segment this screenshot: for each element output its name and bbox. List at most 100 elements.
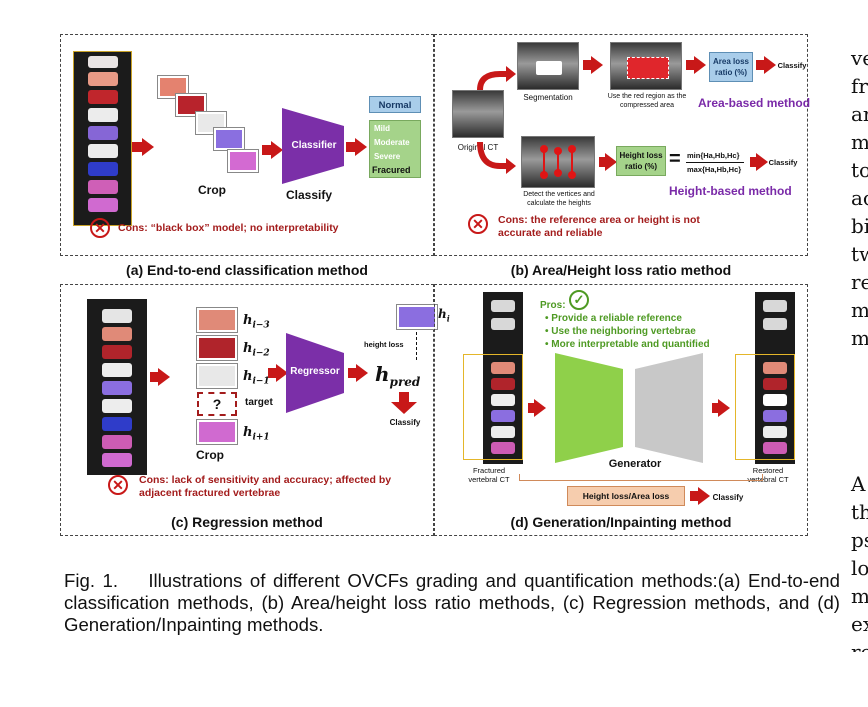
regressor-block <box>286 333 344 413</box>
arrow-c1-head <box>158 368 170 386</box>
panel-d <box>434 284 808 536</box>
regression-crop-5 <box>197 420 237 444</box>
restored-roi-box <box>735 354 795 460</box>
arrow-b3-head <box>764 56 776 74</box>
class-normal-box: Normal <box>369 96 421 113</box>
regression-crop-2 <box>197 336 237 360</box>
arrow-b2-head <box>694 56 706 74</box>
red-region-image <box>610 42 682 90</box>
formula-numerator: min{Ha,Hb,Hc} <box>687 151 740 160</box>
caption-panel-b: (b) Area/Height loss ratio method <box>510 262 732 278</box>
pros-list: • Provide a reliable reference • Use the… <box>545 312 710 351</box>
area-method-label: Area-based method <box>698 96 811 110</box>
panel-a <box>60 34 434 256</box>
panel-b <box>434 34 808 256</box>
classifier-block <box>282 108 344 184</box>
arrow-b4 <box>599 157 605 167</box>
caption-panel-a: (a) End-to-end classification method <box>126 262 368 278</box>
arrow-a3-head <box>355 138 367 156</box>
classify-label-c: Classify <box>389 418 421 427</box>
panel-c <box>60 284 434 536</box>
regression-crop-1 <box>197 308 237 332</box>
formula-bar <box>686 162 744 163</box>
h-i-crop <box>397 305 437 329</box>
arrow-c3-head <box>356 364 368 382</box>
target-label: target <box>245 397 273 408</box>
arrow-down-c <box>391 392 417 414</box>
red-region-note: Use the red region as the compressed are… <box>607 93 687 109</box>
bracket-left <box>519 474 520 481</box>
crop-patch-2 <box>176 94 206 116</box>
equals-sign: = <box>669 148 681 170</box>
original-ct-image <box>452 90 504 138</box>
vertices-note: Detect the vertices and calculate the he… <box>523 191 595 207</box>
figure-caption: Fig. 1. Illustrations of different OVCFs… <box>64 570 846 635</box>
bracket-right <box>762 474 763 481</box>
arrow-b5-head <box>756 153 768 171</box>
bracket-line <box>519 480 763 481</box>
segmentation-image <box>517 42 579 90</box>
right-column-text-2: A th ps lo m ex re <box>851 472 868 652</box>
classify-label-b2: Classify <box>768 158 798 167</box>
cons-x-icon-b: ✕ <box>468 214 488 234</box>
formula-denominator: max{Ha,Hb,Hc} <box>687 165 742 174</box>
class-moderate: Moderate <box>374 138 410 147</box>
target-placeholder-box: ? <box>197 392 237 416</box>
regression-crop-3 <box>197 364 237 388</box>
segmentation-label: Segmentation <box>523 93 573 102</box>
arrow-c2-head <box>276 364 288 382</box>
pros-item-2: • Use the neighboring vertebrae <box>545 326 696 337</box>
arrow-d2-head <box>718 399 730 417</box>
arrow-c1 <box>150 372 158 382</box>
arrow-a3 <box>346 142 355 152</box>
arrow-d3 <box>690 491 698 501</box>
h-ip1-label: hi+1 <box>243 425 270 443</box>
h-pred-label: hpred <box>375 362 421 389</box>
h-i-label: hi <box>438 307 450 324</box>
caption-panel-d: (d) Generation/Inpainting method <box>510 514 732 530</box>
class-fractured: Fracured <box>372 165 411 175</box>
crop-label-c: Crop <box>196 448 224 462</box>
arrow-d2 <box>712 403 718 413</box>
arrow-c3 <box>348 368 356 378</box>
class-fracture-box: Mild Moderate Severe Fracured <box>369 120 421 178</box>
height-method-label: Height-based method <box>669 184 792 198</box>
class-severe: Severe <box>374 152 401 161</box>
cons-text-c: Cons: lack of sensitivity and accuracy; … <box>139 474 392 499</box>
branch-arrows <box>477 66 516 174</box>
fractured-ct-label: Fractured vertebral CT <box>468 466 510 484</box>
pros-title: Pros: <box>540 300 566 311</box>
crop-patch-5 <box>228 150 258 172</box>
h-im3-label: hi−3 <box>243 313 270 331</box>
classify-label-d: Classify <box>712 493 744 502</box>
arrow-a2-head <box>271 141 283 159</box>
arrow-d1-head <box>534 399 546 417</box>
arrow-c2 <box>268 368 276 378</box>
classify-label-a: Classify <box>286 188 333 202</box>
generator-block <box>555 353 703 463</box>
classifier-label: Classifier <box>291 140 337 151</box>
generator-label: Generator <box>608 458 662 470</box>
pros-check-icon: ✓ <box>569 290 589 310</box>
fractured-ct-image <box>483 292 523 464</box>
cons-text-a: Cons: “black box” model; no interpretabi… <box>118 222 339 234</box>
fractured-roi-box <box>463 354 523 460</box>
arrow-b4-head <box>605 153 617 171</box>
arrow-b5 <box>750 157 756 167</box>
loss-box: Height loss/Area loss <box>567 486 685 506</box>
arrow-d1 <box>528 403 534 413</box>
right-column-text-1: ve fr ar m to ac bi tw re m m <box>851 46 868 350</box>
arrow-d3-head <box>698 487 710 505</box>
classify-label-b1: Classify <box>777 61 807 70</box>
cons-text-b: Cons: the reference area or height is no… <box>498 214 700 239</box>
arrow-a1 <box>132 142 142 152</box>
arrow-b2 <box>686 60 694 70</box>
caption-panel-c: (c) Regression method <box>171 514 323 530</box>
arrow-b1-head <box>591 56 603 74</box>
arrow-b1 <box>583 60 591 70</box>
vertices-image <box>521 136 595 188</box>
h-im2-label: hi−2 <box>243 341 270 359</box>
regressor-label: Regressor <box>290 366 340 377</box>
arrow-a2 <box>262 145 271 155</box>
restored-ct-label: Restored vertebral CT <box>747 466 789 484</box>
